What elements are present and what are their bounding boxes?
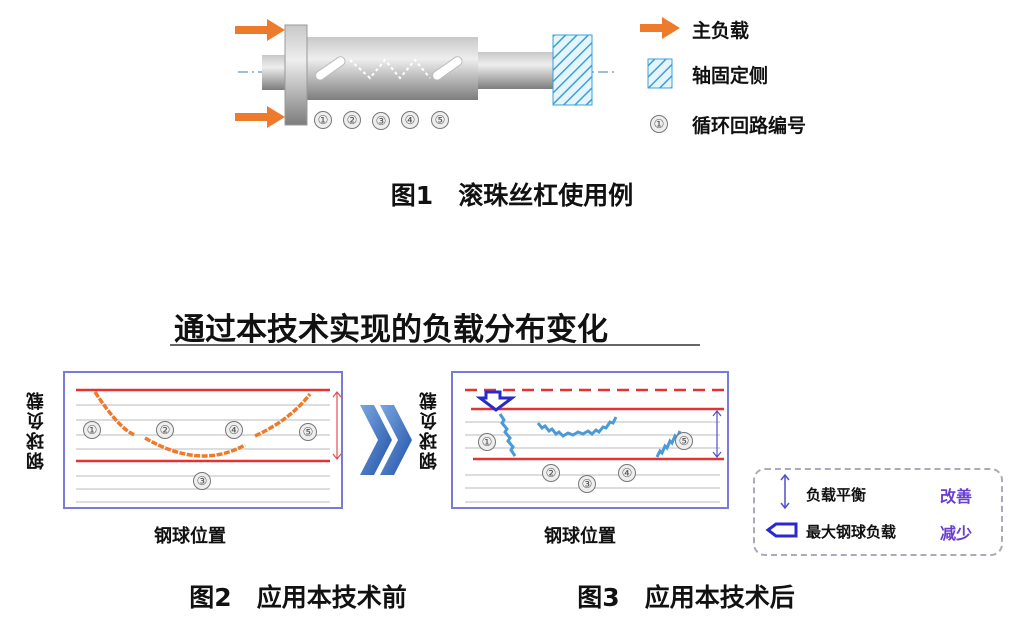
figure2-caption: 图2 应用本技术前 <box>189 583 407 612</box>
circuit-label: ⑤ <box>431 111 449 129</box>
circuit-label: ④ <box>401 111 419 129</box>
legend-balance-result: 改善 <box>940 487 973 506</box>
ball-label: ⑤ <box>299 423 317 441</box>
ball-label: ⑤ <box>675 432 693 450</box>
legend-balance: 负载平衡 <box>806 486 867 504</box>
ball-screw-illustration <box>235 17 680 128</box>
ball-label: ② <box>156 421 174 439</box>
legend-main-load: 主负载 <box>692 20 750 42</box>
max-load-arrow-icon <box>475 390 517 412</box>
main-load-arrow-icon <box>235 17 680 128</box>
figure3-caption: 图3 应用本技术后 <box>577 583 795 612</box>
ball-label: ③ <box>193 472 211 490</box>
load-curve-before <box>93 391 312 458</box>
circuit-label: ③ <box>372 112 390 130</box>
circuit-label: ② <box>343 111 361 129</box>
ball-label: ④ <box>618 464 636 482</box>
ball-label: ④ <box>225 421 243 439</box>
legend-circuit-symbol: ① <box>650 115 668 133</box>
figure2-ylabel: 钢球负载 <box>26 390 47 470</box>
circuit-label: ① <box>314 111 332 129</box>
figure3-ylabel: 钢球负载 <box>419 390 440 470</box>
legend-max-load: 最大钢球负载 <box>806 523 897 541</box>
fixed-side-icon <box>647 58 673 89</box>
ball-label: ① <box>478 433 496 451</box>
chevron-arrow-icon <box>360 405 412 475</box>
page-title: 通过本技术实现的负载分布变化 <box>174 312 608 348</box>
legend-box <box>753 468 1003 556</box>
legend-fixed-side: 轴固定侧 <box>692 65 769 87</box>
ball-label: ② <box>542 464 560 482</box>
legend-max-load-result: 减少 <box>940 524 973 543</box>
ball-label: ③ <box>578 475 596 493</box>
figure2-xlabel: 钢球位置 <box>154 526 226 547</box>
figure3-xlabel: 钢球位置 <box>544 526 616 547</box>
max-load-legend-icon <box>765 522 798 538</box>
ball-label: ① <box>83 421 101 439</box>
figure1-caption: 图1 滚珠丝杠使用例 <box>390 181 634 210</box>
legend-circuit-number: 循环回路编号 <box>692 115 807 137</box>
balance-arrow-icon <box>780 473 790 510</box>
